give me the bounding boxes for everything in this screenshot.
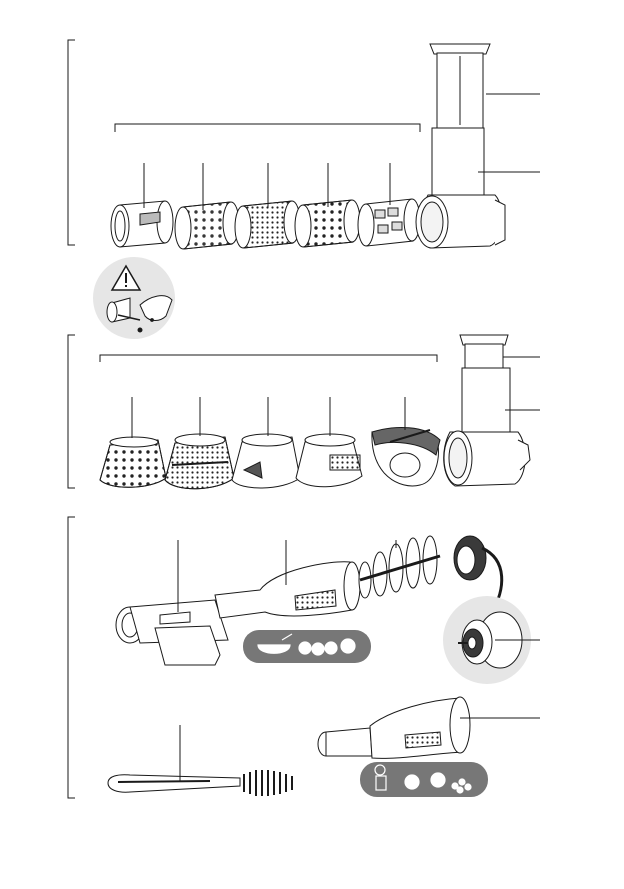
- pusher-2: [460, 335, 540, 370]
- cone-3: [232, 397, 300, 488]
- cone-5: [372, 397, 440, 486]
- warning-badge: [93, 257, 175, 339]
- cone-group-bracket: [100, 355, 437, 362]
- feed-tube-housing-1: [416, 128, 540, 248]
- fine-strainer: [318, 697, 540, 758]
- drum-1: [111, 163, 173, 247]
- food-badge-1: [243, 630, 371, 663]
- section-bracket-1: [68, 40, 75, 245]
- juicer-end-cap: [454, 536, 486, 580]
- cone-1: [100, 397, 166, 487]
- drum-5: [358, 163, 420, 246]
- assembly-detail: [443, 596, 540, 684]
- drum-group-bracket: [115, 124, 420, 132]
- section-bracket-2: [68, 335, 75, 488]
- cone-4: [296, 397, 362, 487]
- section-cone-slicers: [68, 335, 540, 489]
- food-badge-2: [360, 762, 488, 797]
- cone-2: [165, 397, 234, 489]
- section-grater-drums: [68, 40, 540, 249]
- juicer-nozzle-housing: [116, 540, 228, 665]
- pusher-1: [430, 44, 540, 131]
- drum-2: [175, 163, 239, 249]
- cleaning-brush: [108, 725, 292, 796]
- drum-4: [295, 163, 360, 247]
- brush-bristles: [244, 770, 292, 796]
- juicer-strainer: [215, 540, 360, 618]
- feed-tube-housing-2: [444, 368, 540, 486]
- section-bracket-3: [68, 517, 75, 798]
- juicer-auger: [359, 536, 440, 598]
- drum-3: [235, 163, 300, 248]
- food-badge-2-bg: [360, 762, 488, 797]
